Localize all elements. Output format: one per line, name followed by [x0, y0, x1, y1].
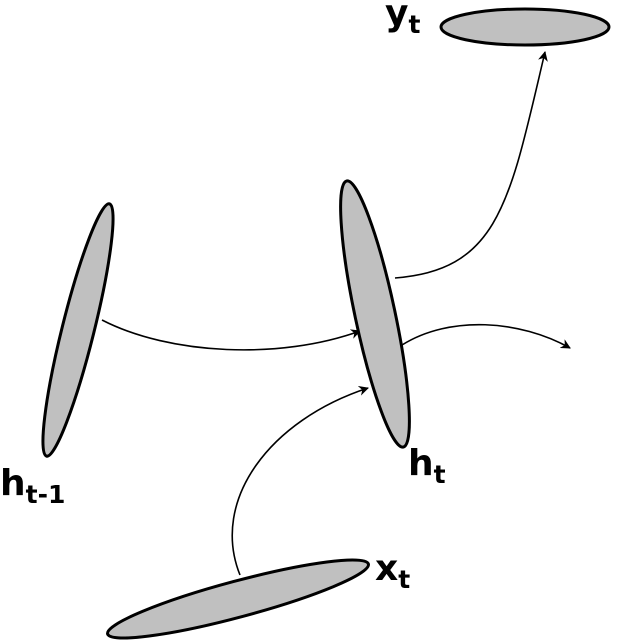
label-h-t-minus-1: ht-1 — [0, 463, 65, 509]
label-y-t: yt — [385, 0, 420, 39]
label-h-t: ht — [408, 443, 446, 489]
edge-x-t-to-h-t — [231, 386, 369, 576]
edge-h-t-to-y-t — [394, 51, 548, 279]
node-h-t-minus-1 — [41, 202, 115, 458]
node-x-t — [106, 558, 370, 640]
label-x-t: xt — [375, 548, 410, 594]
edge-h-prev-to-h-t — [101, 319, 361, 351]
node-y-t — [439, 7, 611, 47]
node-h-t — [339, 179, 411, 449]
edge-h-t-to-next — [401, 323, 571, 349]
